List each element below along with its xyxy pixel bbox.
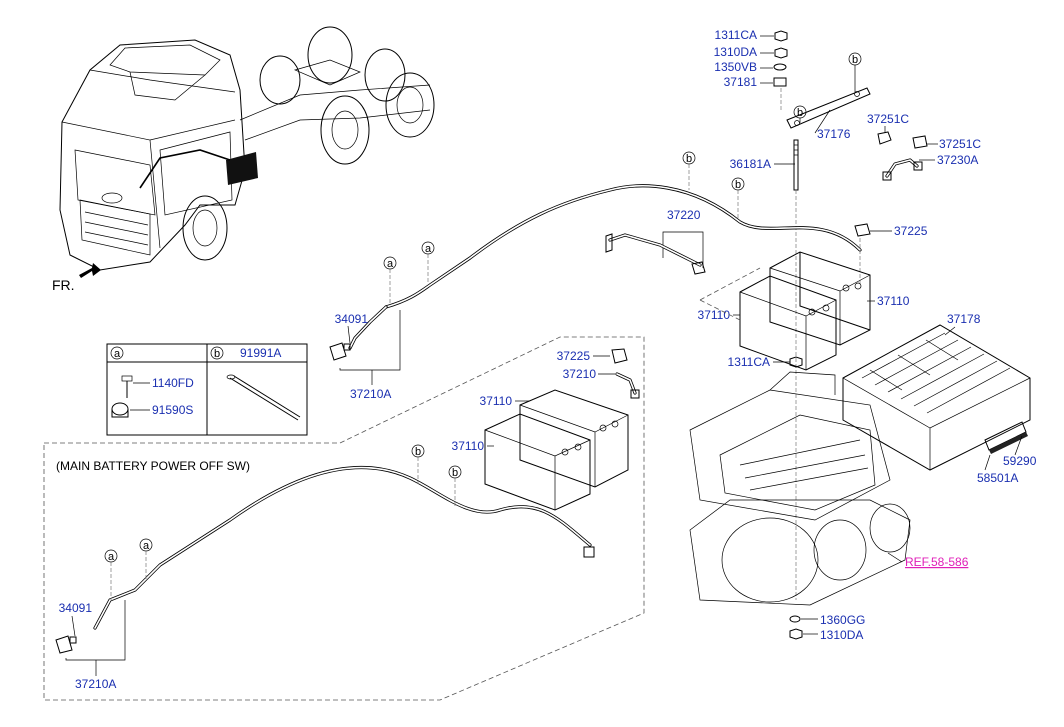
terminal-clamps: 37251C 37251C: [867, 112, 981, 151]
front-direction-indicator: FR.: [52, 263, 101, 293]
hardware-stack-top: 1311CA 1310DA 1350VB 37181: [714, 28, 788, 110]
part-label-1350VB: 1350VB: [714, 60, 757, 74]
part-label-37220: 37220: [667, 208, 701, 222]
part-label-36181A: 36181A: [730, 157, 771, 171]
part-label-37230A: 37230A: [937, 153, 978, 167]
part-label-1360GG: 1360GG: [820, 613, 865, 627]
callout-a-letter: a: [143, 540, 150, 552]
nut-icon: [789, 628, 803, 640]
legend-table: a b 91991A 1140FD 91590S: [106, 343, 308, 436]
part-label-37210A-top: 37210A: [350, 387, 391, 401]
battery-pair-upper: 37110 37110: [698, 251, 910, 371]
detail-callout-border: [43, 336, 645, 701]
part-label-37178: 37178: [947, 312, 981, 326]
callout-b-letter: b: [686, 153, 692, 165]
legend-b-circle-icon: [210, 346, 224, 360]
battery-terminal-icon: [561, 420, 619, 456]
terminal-37225-mid: 37225: [557, 348, 628, 364]
part-label-37251C-right: 37251C: [939, 137, 981, 151]
nut-icon: [789, 356, 803, 368]
legend-a-circle-icon: [110, 346, 124, 360]
legend-a-letter: a: [114, 348, 121, 360]
front-direction-label: FR.: [52, 277, 75, 293]
callout-b-letter: b: [452, 467, 458, 479]
main-cable-upper: b b a a: [348, 151, 862, 350]
reference-58-586-link: REF.58-586: [905, 555, 969, 569]
nut-icon: [774, 30, 788, 42]
part-label-37210-mid: 37210: [563, 367, 597, 381]
part-label-37210A-bottom: 37210A: [75, 677, 116, 691]
callout-a-letter: a: [425, 243, 432, 255]
callout-a-letter: a: [108, 551, 115, 563]
battery-terminal-icon: [808, 282, 862, 316]
part-label-37225-mid: 37225: [557, 349, 591, 363]
part-label-37181: 37181: [724, 75, 758, 89]
part-label-37110-mid2: 37110: [452, 439, 485, 453]
cable-tie-icon: [226, 374, 301, 421]
hold-down-bar: b b 37176: [786, 52, 871, 141]
terminal-37225-top: 37225: [854, 223, 928, 285]
callout-b-letter: b: [797, 107, 803, 119]
warning-labels: 59290 58501A: [977, 421, 1037, 485]
callout-b-letter: b: [415, 446, 421, 458]
detail-box-title: (MAIN BATTERY POWER OFF SW): [56, 459, 250, 473]
battery-cover: 37178: [842, 312, 1031, 471]
power-switch-top: 34091 37210A: [329, 310, 401, 401]
truck-illustration: [59, 26, 435, 271]
part-label-1311CA-mid: 1311CA: [728, 355, 770, 369]
legend-a-part-91590S: 91590S: [152, 403, 193, 417]
clip-icon: [111, 402, 129, 418]
bolt-icon: [121, 375, 133, 398]
bushing-icon: [773, 77, 787, 87]
callout-a-letter: a: [387, 258, 394, 270]
callout-b-letter: b: [735, 179, 741, 191]
washer-icon: [789, 615, 801, 623]
battery-pair-lower: 37110 37110: [452, 389, 629, 511]
nut-1311CA-mid: 1311CA: [728, 355, 803, 369]
part-label-1311CA-top: 1311CA: [715, 28, 757, 42]
part-label-37251C-left: 37251C: [867, 112, 909, 126]
part-label-37110-topleft: 37110: [698, 308, 731, 322]
part-label-58501A: 58501A: [977, 471, 1018, 485]
nut-icon: [774, 47, 788, 59]
cover-vent-grille: [861, 332, 1011, 414]
hardware-stack-bottom: 1360GG 1310DA: [789, 613, 865, 642]
part-label-1310DA-bottom: 1310DA: [820, 628, 863, 642]
callout-b-letter: b: [852, 54, 858, 66]
cable-37210: 37210: [563, 367, 640, 399]
tie-rod: 36181A: [730, 139, 799, 600]
part-label-37110-mid1: 37110: [480, 394, 513, 408]
battery-tray: [689, 371, 891, 521]
part-label-37176: 37176: [817, 127, 851, 141]
part-label-37225-top: 37225: [894, 224, 928, 238]
main-cable-lower: b b a a: [93, 444, 595, 630]
part-label-34091-bottom: 34091: [59, 601, 93, 615]
reference-link[interactable]: REF.58-586: [887, 552, 969, 569]
cable-37220: 37220: [605, 208, 706, 275]
part-label-1310DA-top: 1310DA: [714, 45, 757, 59]
part-label-59290: 59290: [1003, 454, 1037, 468]
part-label-37110-topright: 37110: [877, 294, 910, 308]
washer-icon: [773, 63, 787, 71]
front-arrow-icon: [79, 263, 101, 278]
legend-b-part-number: 91991A: [240, 346, 281, 360]
part-label-34091-top: 34091: [335, 312, 369, 326]
cable-37230A: 37230A: [882, 153, 978, 181]
legend-a-part-1140FD: 1140FD: [152, 376, 194, 390]
power-switch-bottom: 34091 37210A: [55, 600, 126, 691]
legend-b-letter: b: [214, 348, 220, 360]
air-tanks: [689, 499, 911, 606]
